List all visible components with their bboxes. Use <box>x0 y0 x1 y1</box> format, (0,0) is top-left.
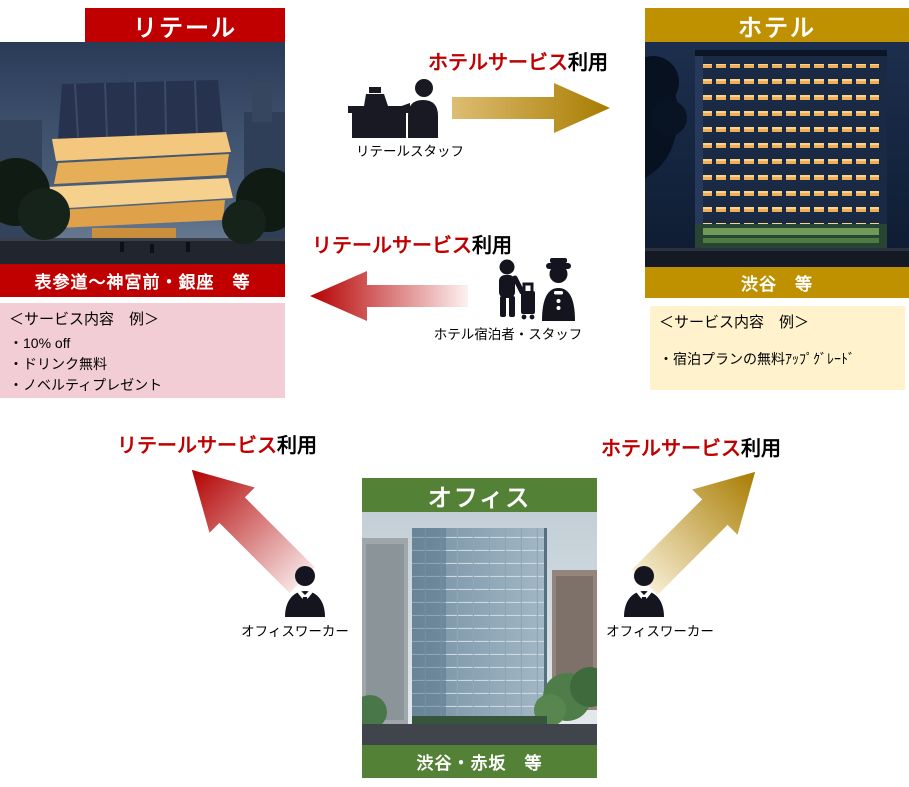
flow-label-retail-to-hotel: ホテルサービス利用 <box>428 46 608 75</box>
office-worker-label-right: オフィスワーカー <box>606 624 714 639</box>
office-title-banner: オフィス <box>362 478 597 512</box>
hotel-title: ホテル <box>738 14 816 42</box>
gold-arrow-right-icon <box>452 79 614 137</box>
office-location-banner: 渋谷・赤坂 等 <box>362 745 597 778</box>
retail-service-item: ・ドリンク無料 <box>9 356 107 372</box>
flow-label-highlight: リテールサービス <box>117 435 277 457</box>
red-arrow-left-icon <box>303 267 468 325</box>
office-worker-icon <box>283 565 327 617</box>
flow-label-highlight: リテールサービス <box>312 235 472 257</box>
hotel-guest-label: ホテル宿泊者・スタッフ <box>433 327 583 342</box>
gold-arrow-upright-icon <box>625 452 775 602</box>
office-building-photo <box>362 512 597 745</box>
flow-label-office-to-retail: リテールサービス利用 <box>117 429 317 458</box>
hotel-service-header: ＜サービス内容 例＞ <box>659 314 810 331</box>
retail-title-banner: リテール <box>85 8 285 42</box>
hotel-location-banner: 渋谷 等 <box>645 267 909 298</box>
hotel-service-box: ＜サービス内容 例＞ ・宿泊プランの無料ｱｯﾌﾟｸﾞﾚｰﾄﾞ <box>650 306 905 390</box>
hotel-building-photo <box>645 42 909 267</box>
retail-building-photo <box>0 42 285 264</box>
office-building-illustration <box>362 512 597 745</box>
flow-label-office-to-hotel: ホテルサービス利用 <box>601 432 781 461</box>
retail-location-banner: 表参道～神宮前・銀座 等 <box>0 264 285 297</box>
flow-label-suffix: 利用 <box>741 438 781 460</box>
retail-title: リテール <box>133 14 237 42</box>
flow-label-highlight: ホテルサービス <box>601 438 741 460</box>
retail-service-item: ・10% off <box>9 335 71 351</box>
hotel-service-item: ・宿泊プランの無料ｱｯﾌﾟｸﾞﾚｰﾄﾞ <box>659 351 855 367</box>
flow-label-suffix: 利用 <box>277 435 317 457</box>
office-title: オフィス <box>427 484 532 512</box>
retail-building-illustration <box>0 42 285 264</box>
retail-staff-icon <box>344 76 444 138</box>
red-arrow-upleft-icon <box>172 450 322 600</box>
office-worker-label-left: オフィスワーカー <box>241 624 349 639</box>
hotel-building-illustration <box>645 42 909 267</box>
retail-service-header: ＜サービス内容 例＞ <box>9 311 160 328</box>
hotel-guest-and-bellhop-icon <box>490 258 585 321</box>
flow-label-highlight: ホテルサービス <box>428 52 568 74</box>
hotel-location: 渋谷 等 <box>741 275 813 294</box>
retail-location: 表参道～神宮前・銀座 等 <box>34 273 251 292</box>
office-location: 渋谷・赤坂 等 <box>416 754 543 773</box>
retail-staff-label: リテールスタッフ <box>356 144 464 159</box>
office-worker-icon <box>622 565 666 617</box>
flow-label-hotel-to-retail: リテールサービス利用 <box>312 229 512 258</box>
retail-service-box: ＜サービス内容 例＞ ・10% off ・ドリンク無料 ・ノベルティプレゼント <box>0 303 285 398</box>
flow-label-suffix: 利用 <box>568 52 608 74</box>
hotel-title-banner: ホテル <box>645 8 909 42</box>
retail-service-item: ・ノベルティプレゼント <box>9 377 163 393</box>
flow-label-suffix: 利用 <box>472 235 512 257</box>
